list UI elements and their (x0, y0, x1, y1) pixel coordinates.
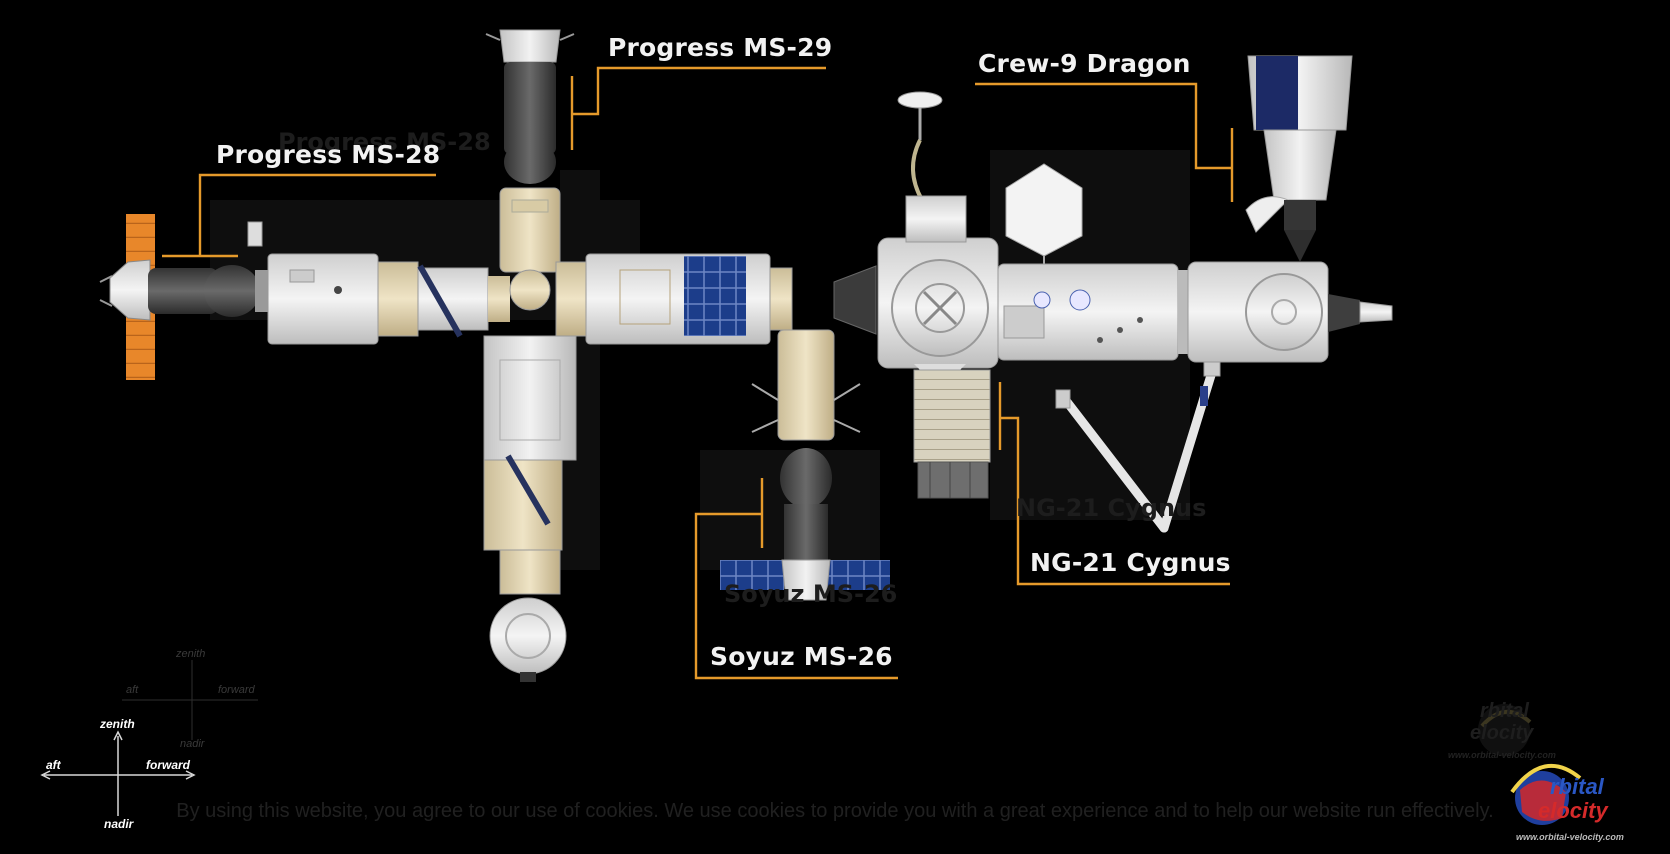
unity-pma (833, 265, 877, 335)
unity-node-cupola (877, 237, 999, 374)
logo-ghost-orbital: rbital (1480, 700, 1529, 722)
nauka-module (483, 335, 577, 682)
logo-ghost-velocity: elocity (1470, 722, 1534, 744)
ghost-label-ng21: NG-21 Cygnus (1016, 494, 1207, 522)
ghost-label-progress-ms28: Progress MS-28 (278, 128, 491, 156)
cookie-notice[interactable]: By using this website, you agree to our … (176, 800, 1494, 822)
axis-ghost-zenith: zenith (176, 648, 206, 660)
logo-ghost-url: www.orbital-velocity.com (1448, 750, 1556, 760)
crew9-dragon-spacecraft (1245, 55, 1353, 262)
axis-label-aft: aft (46, 758, 61, 772)
axis-ghost-forward: forward (218, 684, 255, 696)
poisk-module (499, 187, 561, 311)
axis-label-zenith: zenith (100, 717, 135, 731)
axis-label-nadir: nadir (104, 817, 134, 831)
destiny-module (997, 263, 1188, 361)
soyuz-solar-array-left (720, 560, 784, 590)
canadarm2 (1055, 361, 1221, 533)
leader-lines (162, 66, 1234, 680)
rassvet-module (751, 329, 861, 441)
orientation-axes (40, 730, 196, 816)
soyuz-ms26-spacecraft (720, 448, 890, 601)
ghost-label-soyuz: Soyuz MS-26 (724, 580, 898, 608)
airlock-antenna (897, 91, 967, 243)
ng21-cygnus-spacecraft (913, 369, 991, 499)
axis-ghost-aft: aft (126, 684, 139, 696)
leader-progress-ms29 (572, 66, 826, 116)
harmony-node (1187, 261, 1393, 363)
label-progress-ms29: Progress MS-29 (608, 33, 833, 62)
axis-label-forward: forward (146, 758, 191, 772)
orbital-velocity-logo-mark (1478, 704, 1582, 825)
label-soyuz-ms26: Soyuz MS-26 (710, 642, 893, 671)
axis-ghost-nadir: nadir (180, 738, 205, 750)
dragon-trunk-solar-cells (1256, 56, 1298, 130)
soyuz-solar-array-right (828, 560, 890, 590)
zarya-module (555, 253, 793, 345)
leader-ng21 (1000, 416, 1230, 586)
leader-progress-ms28 (198, 173, 436, 256)
progress-ms29-spacecraft (485, 29, 575, 184)
orientation-axes-ghost (122, 660, 258, 740)
ghost-diagram (210, 150, 1190, 570)
logo-text-velocity: elocity (1538, 798, 1608, 823)
zvezda-module (247, 221, 510, 345)
logo-url: www.orbital-velocity.com (1516, 832, 1624, 842)
zarya-solar-array (684, 256, 746, 336)
label-ng21-cygnus: NG-21 Cygnus (1030, 548, 1231, 577)
progress-ms28-spacecraft (99, 214, 269, 380)
leader-crew9 (975, 82, 1232, 170)
label-crew9-dragon: Crew-9 Dragon (978, 49, 1191, 78)
label-progress-ms28: Progress MS-28 (216, 140, 441, 169)
leader-soyuz (694, 512, 898, 680)
logo-text-orbital: rbital (1550, 774, 1604, 799)
